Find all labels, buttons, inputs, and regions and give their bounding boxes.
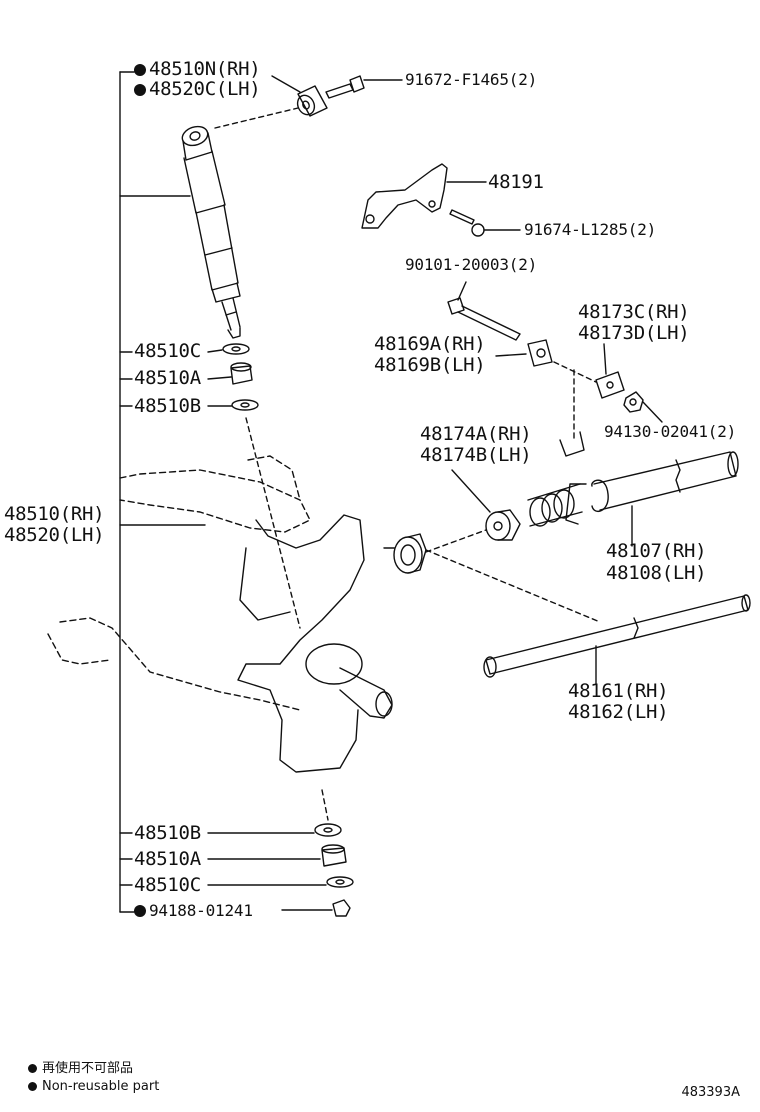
inner-boot <box>383 533 427 574</box>
upper-bolt <box>325 75 403 99</box>
label-48173C: 48173C(RH) <box>578 301 690 323</box>
label-48510B-top: 48510B <box>134 395 201 417</box>
nut <box>623 391 663 423</box>
label-48191: 48191 <box>488 171 544 193</box>
legend-en: Non-reusable part <box>28 1080 159 1093</box>
cushion-guide-line <box>553 361 597 441</box>
legend-jp: 再使用不可部品 <box>28 1062 133 1075</box>
long-bolt <box>447 281 521 341</box>
upper-washers <box>207 343 259 411</box>
label-90101: 90101-20003(2) <box>405 255 538 274</box>
bolt-guide-line <box>214 107 299 129</box>
label-48520C: 48520C(LH) <box>134 80 261 99</box>
shock-absorber <box>181 125 241 339</box>
retainer <box>595 343 625 399</box>
label-48107: 48107(RH) <box>606 540 707 562</box>
assembly-bracket <box>119 71 206 913</box>
cushion <box>495 339 553 367</box>
label-48174B: 48174B(LH) <box>420 444 532 466</box>
label-48510: 48510(RH) <box>4 503 105 525</box>
label-94130: 94130-02041(2) <box>604 422 737 441</box>
label-91672: 91672-F1465(2) <box>405 70 538 89</box>
label-48161: 48161(RH) <box>568 680 669 702</box>
bracket <box>361 163 487 229</box>
label-48162: 48162(LH) <box>568 701 669 723</box>
lower-arm-phantom <box>47 455 311 711</box>
label-48108: 48108(LH) <box>606 562 707 584</box>
axle-break <box>675 459 681 493</box>
top-bushing <box>271 75 328 117</box>
diagram-code: 483393A <box>681 1085 740 1100</box>
label-48174A: 48174A(RH) <box>420 423 532 445</box>
steering-knuckle <box>237 514 393 773</box>
label-48510C-top: 48510C <box>134 340 201 362</box>
non-reusable-dot-icon <box>28 1064 37 1073</box>
label-48169A: 48169A(RH) <box>374 333 486 355</box>
non-reusable-dot-icon <box>134 905 146 917</box>
axle-tube <box>527 431 739 547</box>
drive-shaft <box>483 594 751 685</box>
label-48510C-bottom: 48510C <box>134 874 201 896</box>
label-48169B: 48169B(LH) <box>374 354 486 376</box>
boot-guide-line <box>425 529 487 553</box>
non-reusable-dot-icon <box>134 64 146 76</box>
non-reusable-dot-icon <box>28 1082 37 1091</box>
label-48510A-top: 48510A <box>134 367 201 389</box>
label-91674: 91674-L1285(2) <box>524 220 657 239</box>
label-48520: 48520(LH) <box>4 524 105 546</box>
dust-boot <box>451 469 521 541</box>
label-48510A-bottom: 48510A <box>134 848 201 870</box>
label-48510B-bottom: 48510B <box>134 822 201 844</box>
shaft-guide-line <box>245 417 301 629</box>
bracket-bolt <box>449 209 521 237</box>
label-48173D: 48173D(LH) <box>578 322 690 344</box>
lower-washers <box>207 823 354 917</box>
shaft-dash <box>425 549 601 623</box>
label-48510N: 48510N(RH) <box>134 60 261 79</box>
label-94188: 94188-01241 <box>134 903 253 919</box>
lower-guide-line <box>321 789 329 821</box>
non-reusable-dot-icon <box>134 84 146 96</box>
